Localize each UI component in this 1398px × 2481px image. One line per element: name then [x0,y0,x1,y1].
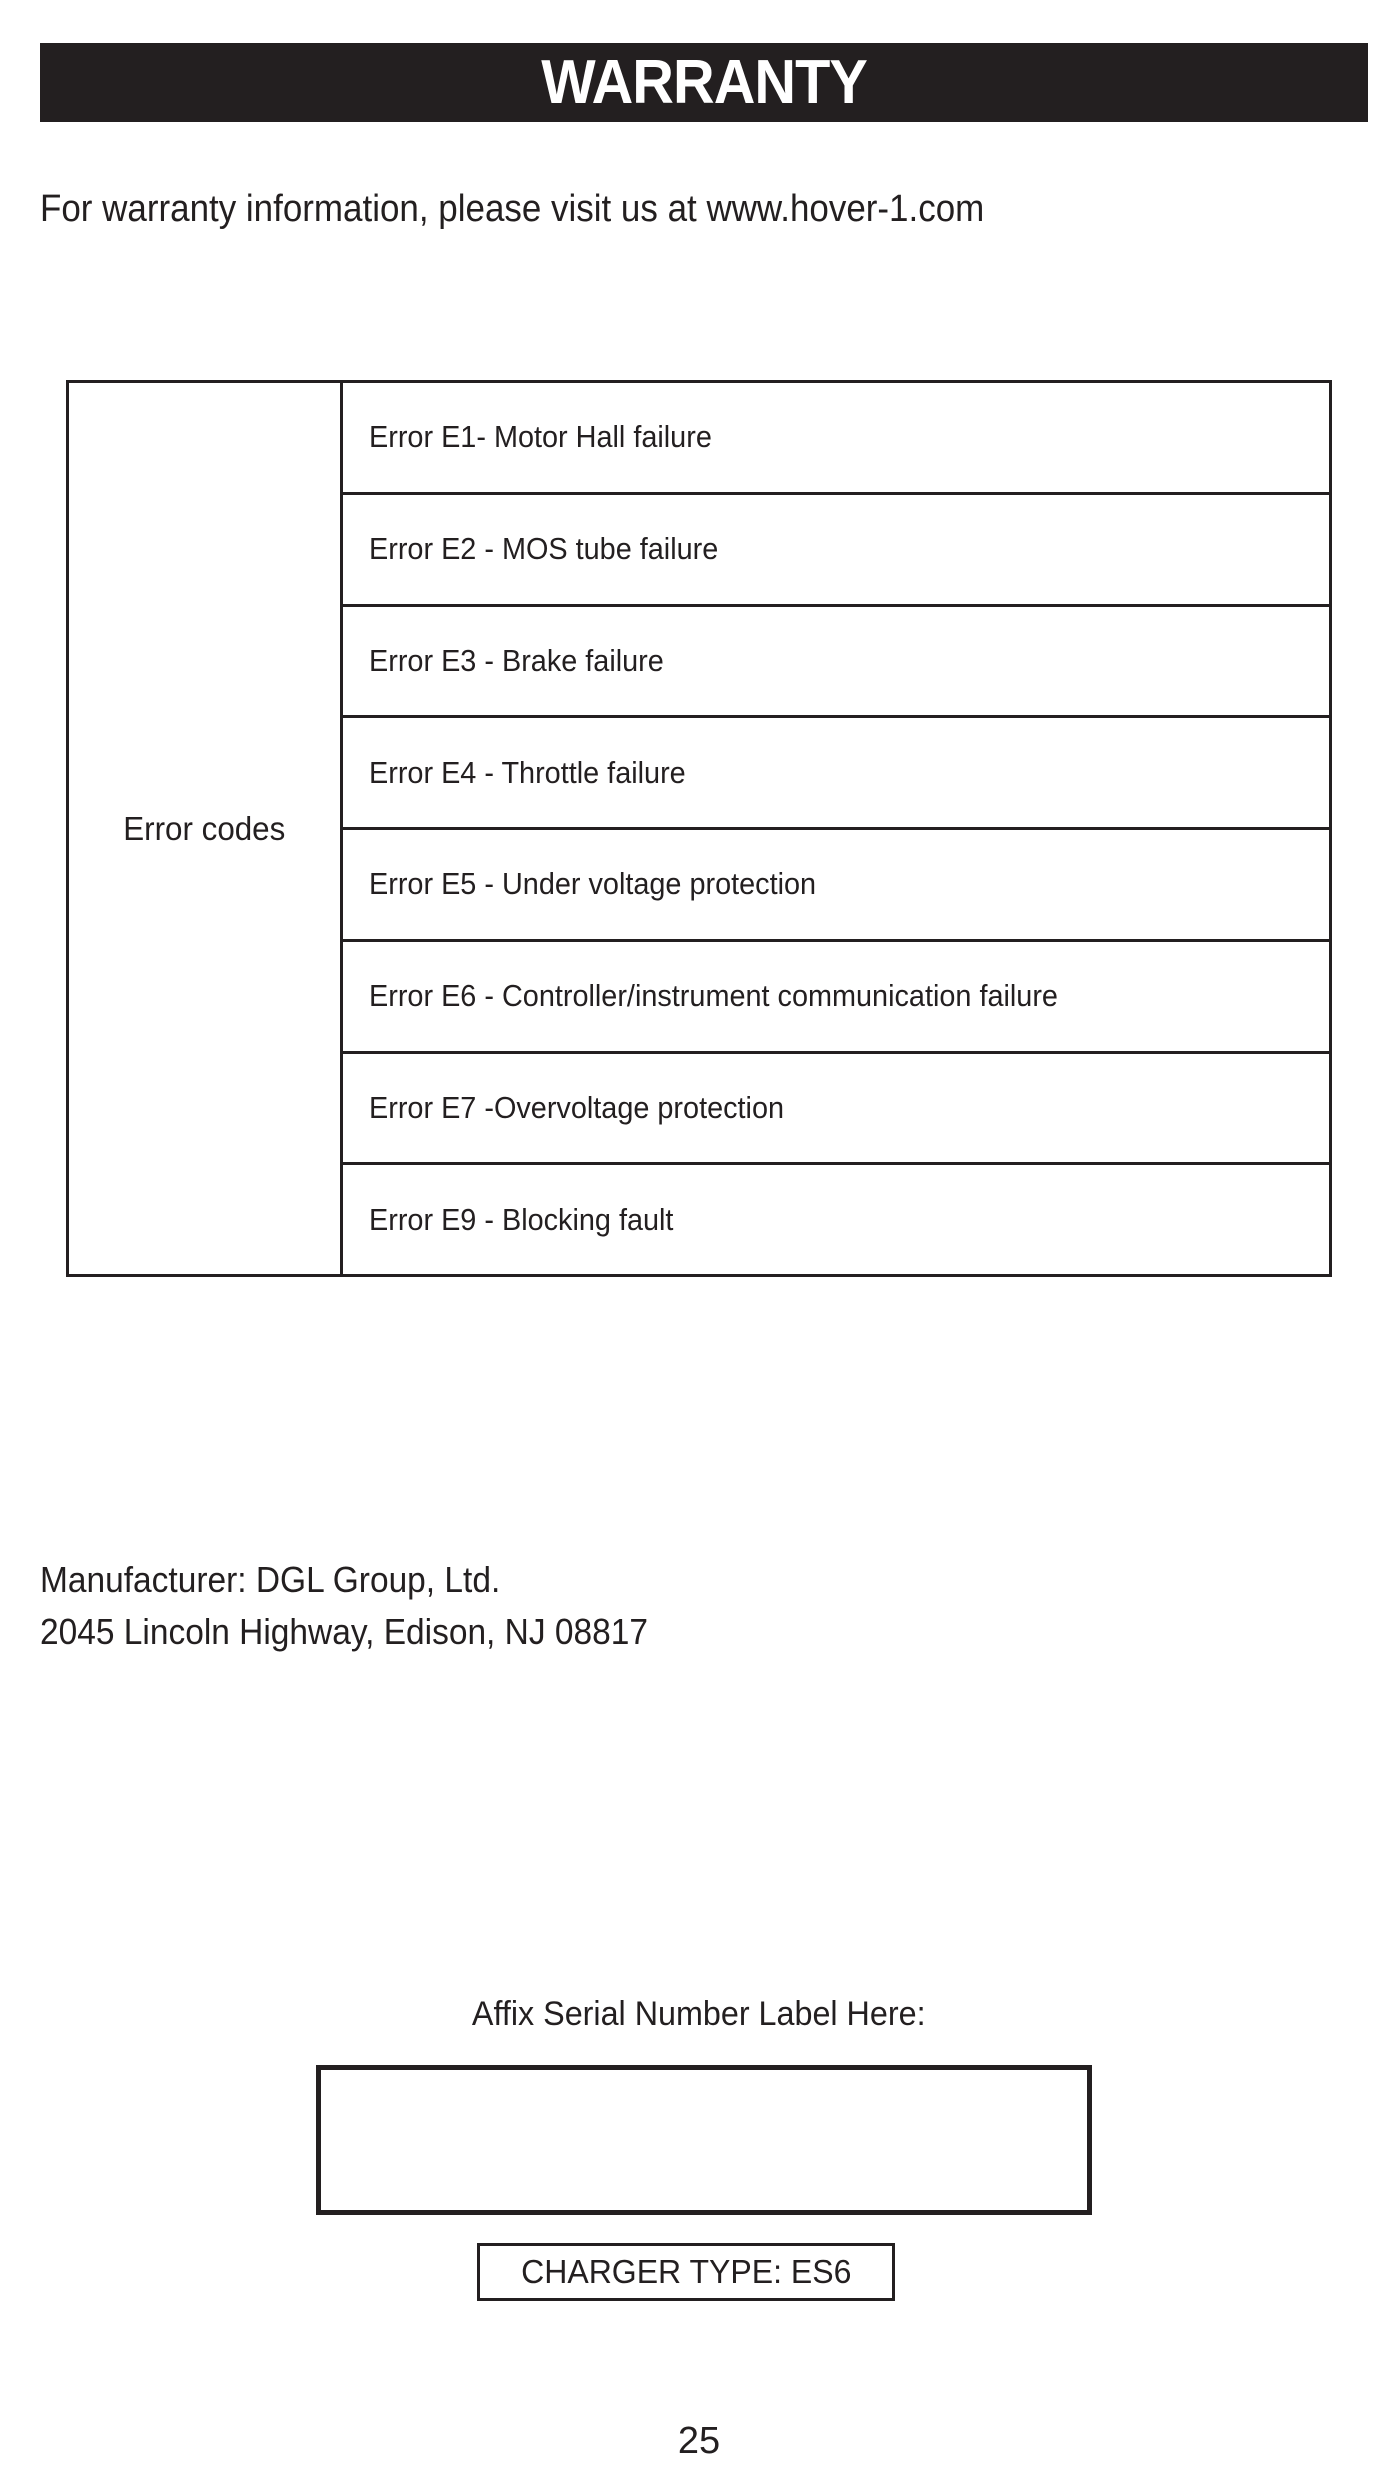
manufacturer-address: 2045 Lincoln Highway, Edison, NJ 08817 [40,1611,648,1652]
error-code-text: Error E5 - Under voltage protection [369,866,817,902]
error-code-text: Error E1- Motor Hall failure [369,419,712,455]
error-code-text: Error E2 - MOS tube failure [369,531,719,567]
table-row: Error E9 - Blocking fault [343,1165,1329,1274]
warranty-header-bar: WARRANTY [40,43,1368,122]
page-number: 25 [677,2420,721,2462]
serial-number-label-box[interactable] [316,2065,1092,2215]
table-row: Error E1- Motor Hall failure [343,383,1329,495]
manufacturer-name: Manufacturer: DGL Group, Ltd. [40,1559,501,1600]
affix-serial-caption-text: Affix Serial Number Label Here: [472,1995,926,2033]
table-row: Error E5 - Under voltage protection [343,830,1329,942]
error-code-text: Error E6 - Controller/instrument communi… [369,978,1058,1014]
error-codes-label-cell: Error codes [69,383,343,1274]
table-row: Error E2 - MOS tube failure [343,495,1329,607]
error-code-text: Error E7 -Overvoltage protection [369,1089,785,1125]
error-code-text: Error E9 - Blocking fault [369,1201,674,1237]
table-row: Error E4 - Throttle failure [343,718,1329,830]
charger-type-text: CHARGER TYPE: ES6 [520,2253,852,2290]
error-codes-table: Error codes Error E1- Motor Hall failure… [66,380,1332,1277]
error-codes-row-group: Error E1- Motor Hall failure Error E2 - … [343,383,1329,1274]
manufacturer-block: Manufacturer: DGL Group, Ltd. 2045 Linco… [40,1554,648,1658]
table-row: Error E3 - Brake failure [343,607,1329,719]
page-title: WARRANTY [541,47,868,117]
affix-serial-caption: Affix Serial Number Label Here: [0,1995,1398,2034]
table-row: Error E7 -Overvoltage protection [343,1054,1329,1166]
error-codes-label: Error codes [123,809,286,847]
error-code-text: Error E3 - Brake failure [369,642,664,678]
error-code-text: Error E4 - Throttle failure [369,754,686,790]
charger-type-box: CHARGER TYPE: ES6 [477,2243,895,2301]
table-row: Error E6 - Controller/instrument communi… [343,942,1329,1054]
warranty-info-text: For warranty information, please visit u… [40,188,985,230]
